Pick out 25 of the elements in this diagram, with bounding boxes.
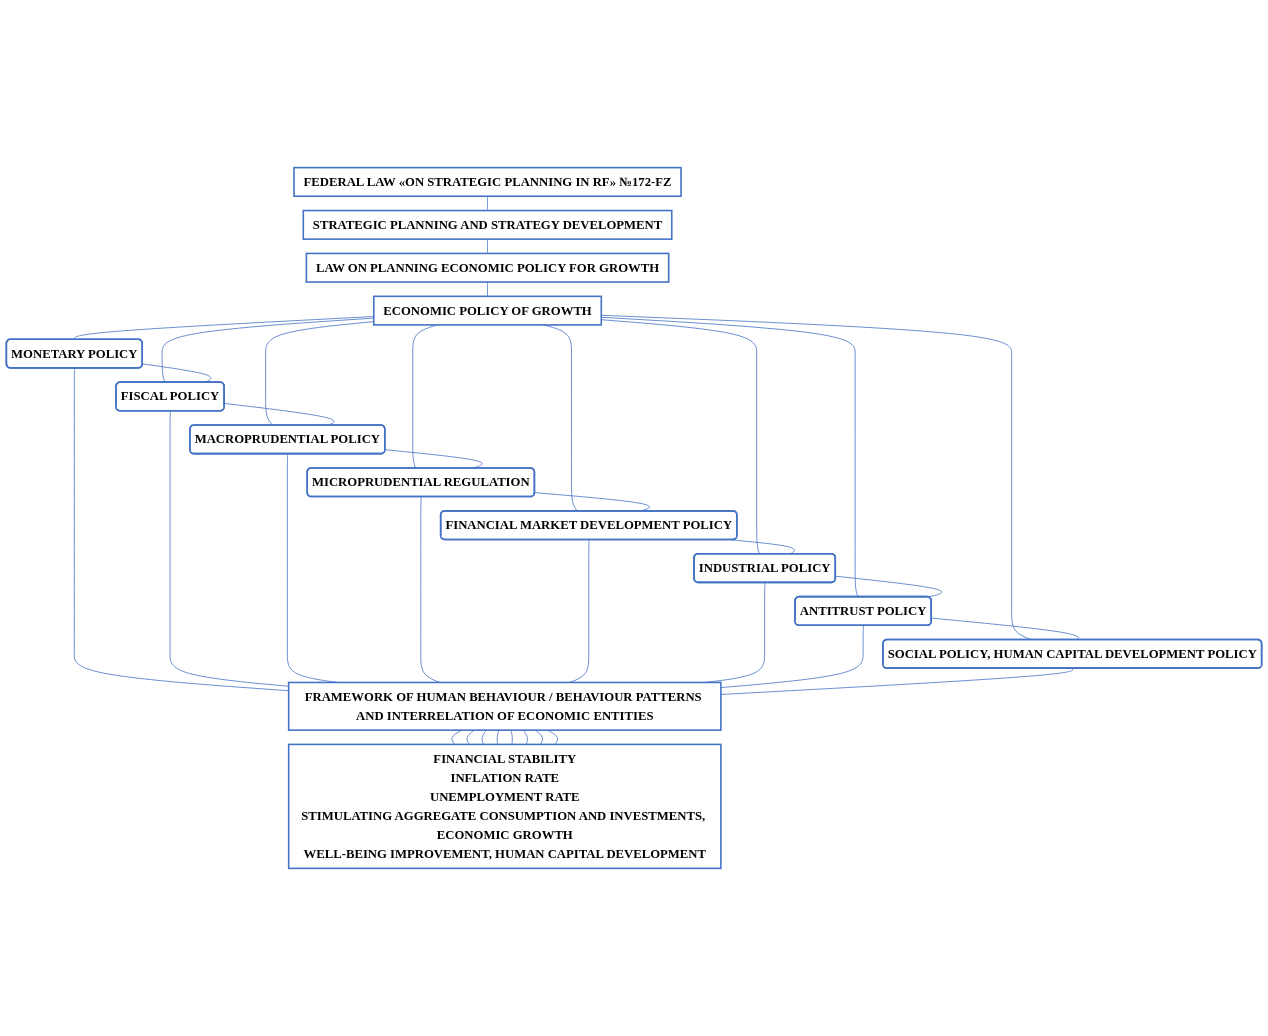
connector [720, 668, 1074, 695]
connector [931, 617, 1079, 641]
connector [466, 729, 475, 745]
node-box: STRATEGIC PLANNING AND STRATEGY DEVELOPMENT [302, 209, 673, 240]
node-box: FRAMEWORK OF HUMAN BEHAVIOUR / BEHAVIOUR PATTERNS AND INTERRELATION OF ECONOMIC ENTITIES [287, 681, 722, 731]
connector [720, 625, 864, 688]
connector [547, 729, 559, 745]
node-box: FINANCIAL STABILITY INFLATION RATE UNEMPLOYMENT RATE STIMULATING AGGREGATE CONSUMPTION AND INVESTMENTS, ECONOMIC GROWTH WELL-BEING IMPROVEMENT, HUMAN CAPITAL DEVELOPMENT [287, 743, 722, 870]
connector [522, 729, 528, 745]
node-box: LAW ON PLANNING ECONOMIC POLICY FOR GROWTH [305, 252, 670, 283]
connector [384, 449, 483, 469]
connector [487, 281, 488, 297]
connector [487, 195, 488, 211]
connector [730, 539, 795, 555]
connector [142, 363, 212, 383]
connector [510, 729, 513, 745]
connector [496, 729, 500, 745]
connector [481, 729, 487, 745]
connector [534, 729, 543, 745]
node-box: FEDERAL LAW «ON STRATEGIC PLANNING IN RF» №172-FZ [293, 166, 682, 198]
connector [487, 238, 488, 254]
connector [224, 403, 335, 426]
node-box: ECONOMIC POLICY OF GROWTH [372, 295, 603, 326]
connector [534, 492, 650, 512]
connector [835, 575, 943, 598]
